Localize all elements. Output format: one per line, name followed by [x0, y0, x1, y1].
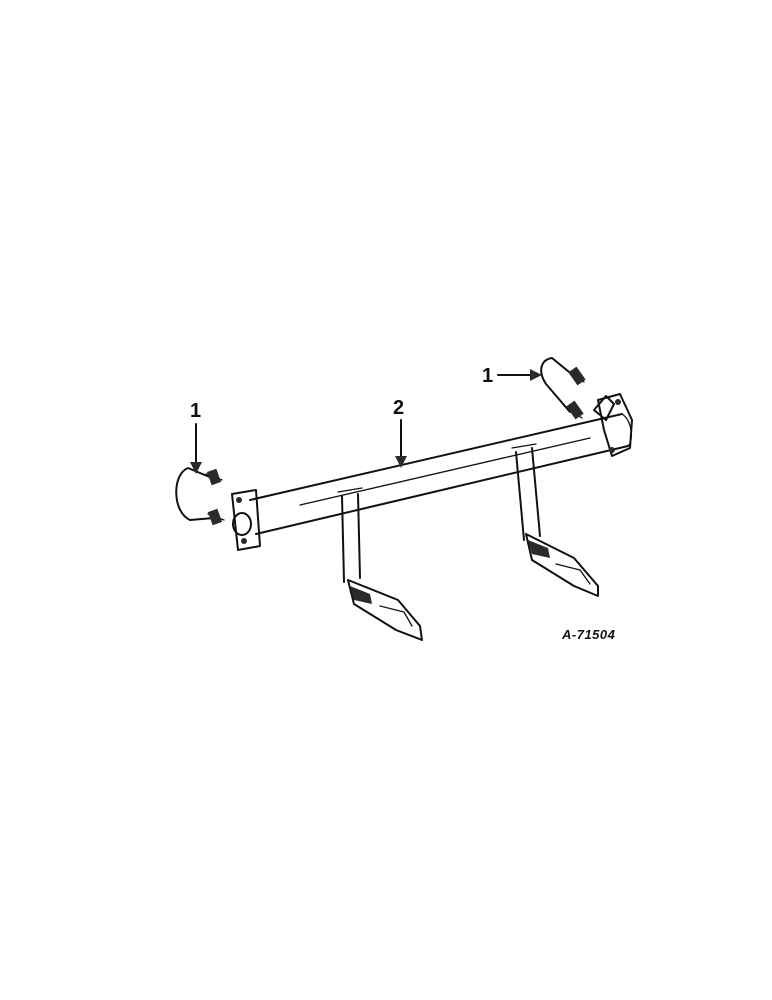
right-u-bolt [540, 357, 586, 420]
callout-leader-middle [395, 419, 407, 468]
toolbar-beam [249, 413, 633, 535]
left-u-bolt [175, 467, 225, 526]
drawing-reference-number: A-71504 [561, 627, 616, 642]
right-mounting-bracket [593, 393, 633, 457]
right-shank [511, 443, 599, 597]
left-mounting-bracket [231, 489, 261, 551]
callout-leader-left [190, 423, 202, 474]
left-shank [337, 487, 423, 641]
callout-label-left: 1 [190, 400, 201, 422]
callout-label-middle: 2 [393, 397, 404, 419]
callout-label-right: 1 [482, 365, 493, 387]
callout-leader-right [497, 369, 542, 381]
